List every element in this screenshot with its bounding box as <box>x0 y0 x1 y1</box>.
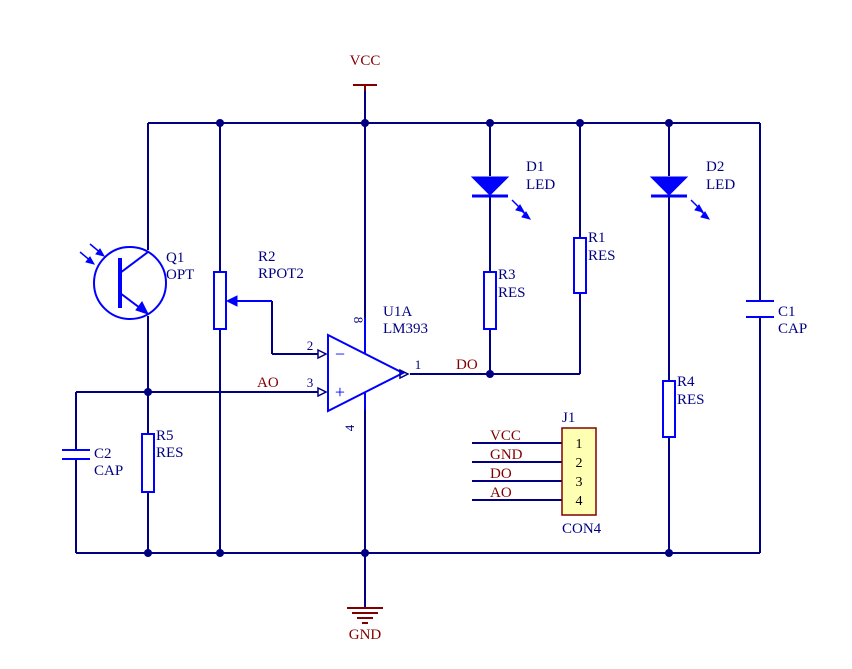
j1-value: CON4 <box>562 521 602 537</box>
d2-led: D2 LED <box>649 159 735 220</box>
u1-pin8: 8 <box>351 317 366 324</box>
j1-signal-do: DO <box>490 466 512 482</box>
c2-capacitor: C2 CAP <box>62 446 123 479</box>
j1-signal-gnd: GND <box>490 447 523 463</box>
q1-value: OPT <box>166 267 194 283</box>
c1-ref: C1 <box>778 304 796 320</box>
d2-ref: D2 <box>706 159 724 175</box>
u1-plus-sign: + <box>335 382 345 402</box>
u1-pin3: 3 <box>307 375 314 390</box>
vcc-symbol: VCC <box>350 53 381 91</box>
c1-capacitor: C1 CAP <box>746 300 807 337</box>
c2-ref: C2 <box>94 446 112 462</box>
u1-pin2: 2 <box>307 338 314 353</box>
j1-connector: J1 CON4 1 2 3 4 VCC GND DO AO <box>490 410 602 537</box>
u1-pin4: 4 <box>342 424 357 431</box>
junctions <box>144 119 673 557</box>
j1-signal-vcc: VCC <box>490 428 521 444</box>
u1-pin1: 1 <box>415 357 422 372</box>
u1-ref: U1A <box>383 304 412 320</box>
j1-pin-1: 1 <box>576 437 583 452</box>
net-label-ao: AO <box>257 375 279 391</box>
c2-value: CAP <box>94 463 123 479</box>
r4-resistor: R4 RES <box>662 374 705 438</box>
r1-value: RES <box>588 248 616 264</box>
r1-resistor: R1 RES <box>573 230 616 294</box>
c1-value: CAP <box>778 321 807 337</box>
r1-ref: R1 <box>588 230 606 246</box>
d1-ref: D1 <box>526 159 544 175</box>
d1-led: D1 LED <box>470 159 555 220</box>
r5-resistor: R5 RES <box>141 428 184 493</box>
j1-pin-4: 4 <box>576 494 583 509</box>
u1a-comparator: − + 2 3 1 8 4 U1A LM393 <box>307 304 428 431</box>
gnd-symbol: GND <box>347 607 383 643</box>
r3-value: RES <box>498 285 526 301</box>
q1-ref: Q1 <box>166 250 184 266</box>
r4-ref: R4 <box>677 374 695 390</box>
net-label-do: DO <box>456 357 478 373</box>
r5-ref: R5 <box>156 428 174 444</box>
d1-value: LED <box>526 177 555 193</box>
u1-value: LM393 <box>383 321 428 337</box>
wires <box>75 85 761 608</box>
vcc-label: VCC <box>350 53 381 69</box>
gnd-label: GND <box>349 627 382 643</box>
j1-signal-ao: AO <box>490 485 512 501</box>
r3-resistor: R3 RES <box>483 267 526 330</box>
u1-minus-sign: − <box>335 344 345 364</box>
d2-value: LED <box>706 177 735 193</box>
j1-pin-2: 2 <box>576 456 583 471</box>
q1-phototransistor: Q1 OPT <box>79 243 194 320</box>
r2-ref: R2 <box>258 249 276 265</box>
r3-ref: R3 <box>498 267 516 283</box>
r5-value: RES <box>156 445 184 461</box>
r2-value: RPOT2 <box>258 266 304 282</box>
r2-potentiometer: R2 RPOT2 <box>213 249 304 330</box>
j1-pin-3: 3 <box>576 475 583 490</box>
j1-ref: J1 <box>562 410 575 426</box>
r4-value: RES <box>677 392 705 408</box>
